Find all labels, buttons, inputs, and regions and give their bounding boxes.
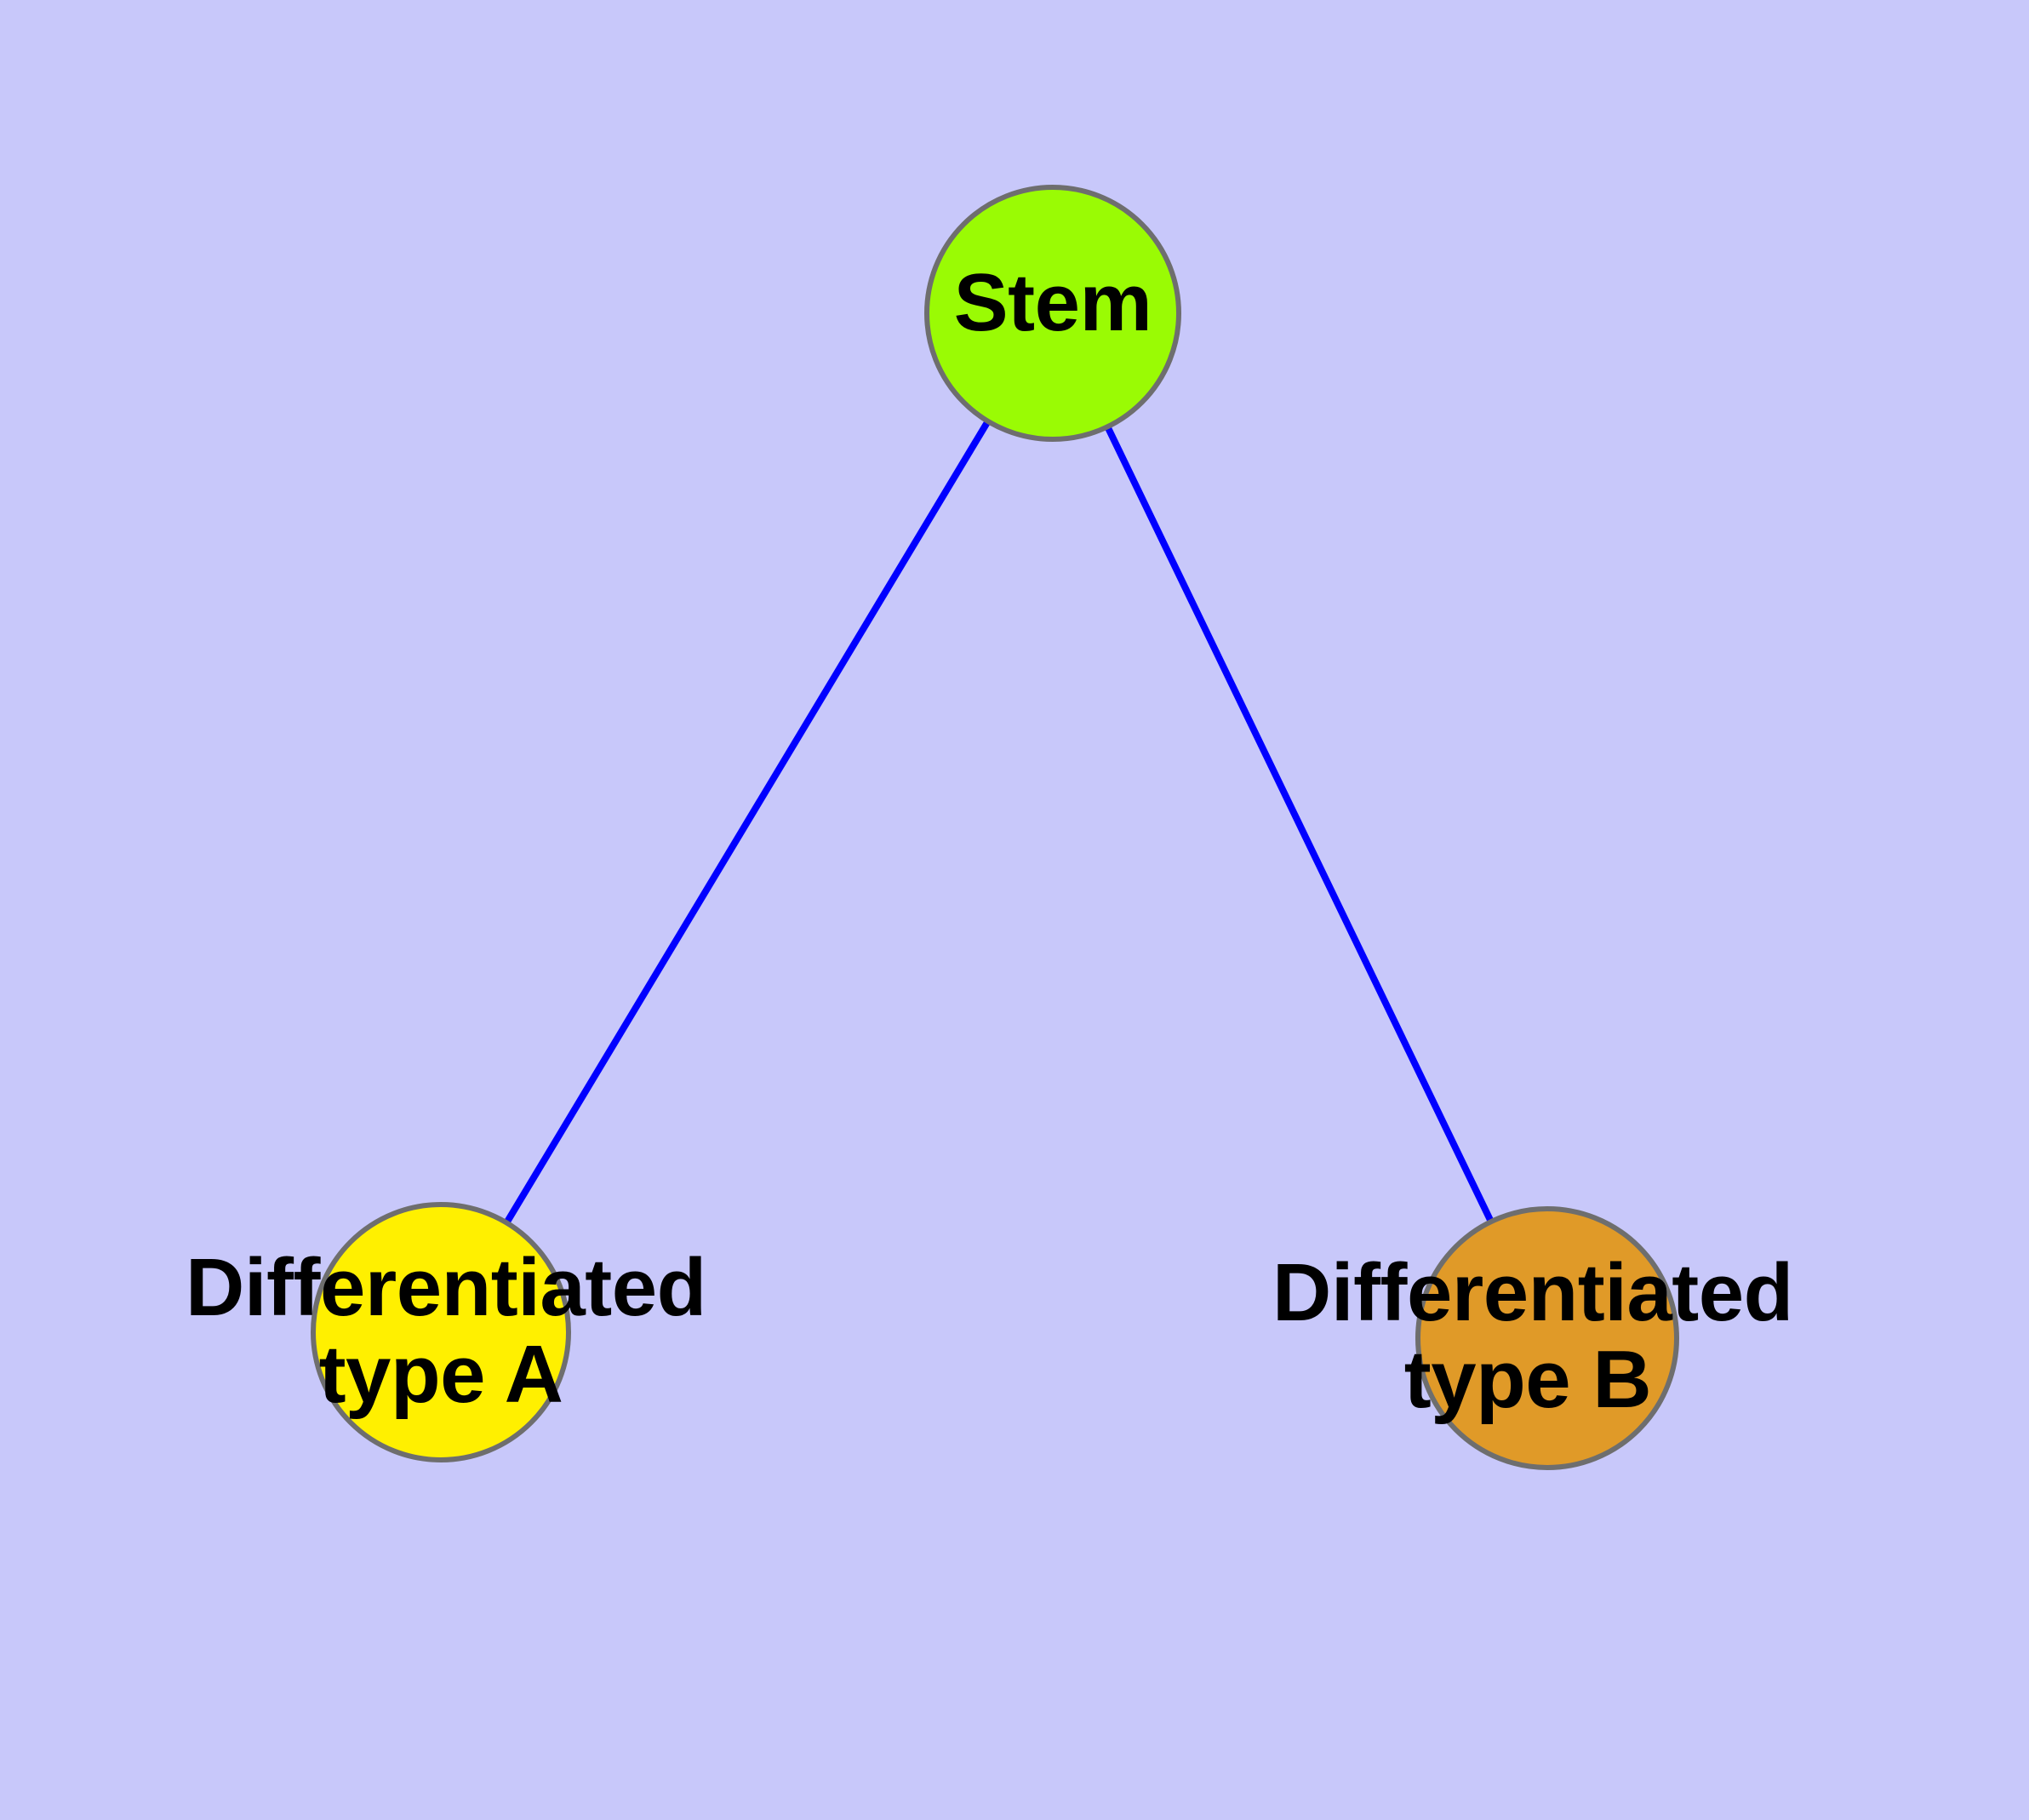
edge-stem-to-diff-b[interactable] <box>1049 312 1551 1340</box>
edge-stem-to-diff-a[interactable] <box>437 311 1056 1335</box>
node-circle-diff-b[interactable] <box>1415 1206 1679 1470</box>
node-circle-diff-a[interactable] <box>311 1202 571 1462</box>
node-layer <box>311 185 1679 1470</box>
node-circle-stem[interactable] <box>924 185 1181 442</box>
edge-layer <box>437 311 1551 1340</box>
